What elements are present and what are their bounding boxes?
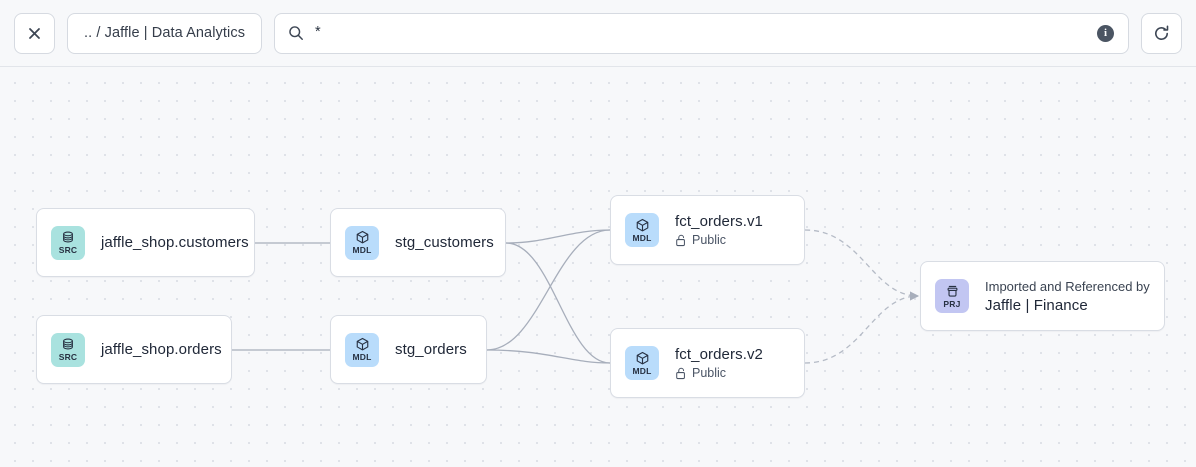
cube-icon: [636, 218, 648, 231]
breadcrumb[interactable]: .. / Jaffle | Data Analytics: [67, 12, 263, 54]
node-fct-orders-v2[interactable]: MDL fct_orders.v2 Public: [610, 328, 805, 398]
prj-badge: PRJ: [935, 279, 969, 313]
mdl-badge: MDL: [625, 346, 659, 380]
mdl-badge: MDL: [345, 332, 379, 367]
refresh-icon: [1155, 24, 1169, 40]
src-badge-label: SRC: [58, 244, 78, 255]
visibility-status: Public: [675, 233, 763, 247]
mdl-badge-label: MDL: [632, 365, 652, 376]
toolbar: .. / Jaffle | Data Analytics * i: [0, 0, 1196, 67]
cube-icon: [636, 351, 648, 364]
node-jaffle-shop-orders[interactable]: SRC jaffle_shop.orders: [36, 315, 232, 384]
node-body: fct_orders.v2 Public: [675, 346, 763, 380]
refresh-button[interactable]: [1141, 12, 1182, 54]
edge-stgcust-v2: [505, 242, 611, 364]
edge-v1-project: [804, 229, 919, 301]
search-input[interactable]: * i: [274, 12, 1129, 54]
mdl-badge-label: MDL: [352, 245, 372, 255]
project-icon: [947, 285, 957, 297]
node-title: fct_orders.v2: [675, 346, 764, 363]
edge-stgord-v2: [486, 349, 611, 364]
node-body: stg_orders: [395, 341, 467, 358]
node-body: Imported and Referenced by Jaffle | Fina…: [985, 279, 1150, 314]
relation-text: Imported and Referenced by: [985, 278, 1150, 294]
node-jaffle-finance[interactable]: PRJ Imported and Referenced by Jaffle | …: [920, 261, 1165, 331]
node-stg-orders[interactable]: MDL stg_orders: [330, 315, 487, 384]
visibility-label: Public: [692, 233, 727, 247]
close-button[interactable]: [14, 12, 55, 54]
mdl-badge: MDL: [625, 213, 659, 247]
node-fct-orders-v1[interactable]: MDL fct_orders.v1 Public: [610, 195, 805, 265]
node-body: stg_customers: [395, 234, 494, 251]
cube-icon: [356, 337, 368, 351]
node-relation-label: Imported and Referenced by: [985, 279, 1150, 294]
database-icon: [63, 338, 73, 349]
node-body: fct_orders.v1 Public: [675, 213, 763, 247]
node-body: jaffle_shop.customers: [101, 234, 249, 251]
unlock-icon: [676, 234, 685, 246]
visibility-status: Public: [675, 366, 763, 380]
mdl-badge-label: MDL: [352, 352, 372, 362]
info-icon[interactable]: i: [1097, 24, 1114, 42]
node-stg-customers[interactable]: MDL stg_customers: [330, 208, 506, 277]
database-icon: [63, 231, 73, 242]
cube-icon: [356, 230, 368, 244]
search-value: *: [315, 23, 321, 40]
close-icon: [29, 27, 40, 39]
node-title: jaffle_shop.customers: [101, 234, 249, 251]
src-badge: SRC: [51, 225, 85, 260]
node-jaffle-shop-customers[interactable]: SRC jaffle_shop.customers: [36, 208, 255, 277]
node-title: Jaffle | Finance: [985, 296, 1088, 314]
node-body: jaffle_shop.orders: [101, 341, 222, 358]
src-badge: SRC: [51, 332, 85, 367]
node-title: fct_orders.v1: [675, 213, 764, 230]
unlock-icon: [676, 367, 685, 379]
lineage-canvas[interactable]: SRC jaffle_shop.customers SRC jaffle_sho…: [0, 67, 1196, 467]
node-title: jaffle_shop.orders: [101, 341, 222, 358]
src-badge-label: SRC: [58, 351, 78, 362]
prj-badge-label: PRJ: [943, 298, 961, 309]
mdl-badge: MDL: [345, 225, 379, 260]
edge-stgcust-v1: [505, 229, 611, 244]
mdl-badge-label: MDL: [632, 232, 652, 243]
edge-v2-project: [804, 291, 919, 364]
visibility-label: Public: [692, 366, 727, 380]
search-icon: [289, 26, 303, 40]
node-title: stg_customers: [395, 234, 494, 251]
node-title: stg_orders: [395, 341, 467, 358]
